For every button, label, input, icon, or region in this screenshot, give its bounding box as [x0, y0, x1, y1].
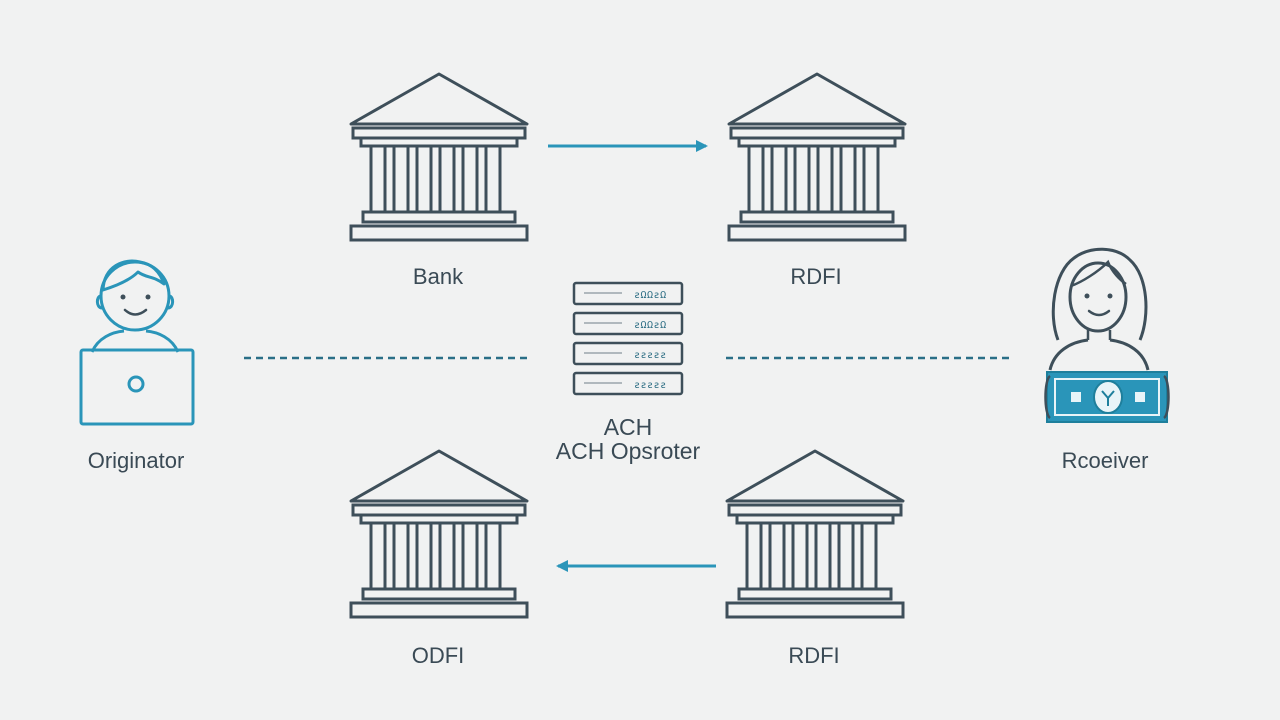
person-cash-icon	[1044, 247, 1170, 423]
bank-icon-bottom-right	[725, 449, 905, 619]
server-unit: ƨƨƨƨƨ	[572, 341, 684, 366]
label-originator: Originator	[87, 448, 185, 473]
person-laptop-icon	[79, 259, 195, 426]
bank-icon-top-right	[727, 72, 907, 242]
server-code-4: ƨƨƨƨƨ	[634, 380, 667, 391]
server-unit: ƨƨƨƨƨ	[572, 371, 684, 396]
label-odfi: ODFI	[411, 643, 465, 668]
bank-icon-bottom-left	[349, 449, 529, 619]
server-code-1: ƨΩΩƨΩ	[634, 290, 667, 301]
label-bank: Bank	[412, 264, 464, 289]
label-receiver: Rcoeiver	[1061, 448, 1149, 473]
server-code-3: ƨƨƨƨƨ	[634, 350, 667, 361]
server-code-2: ƨΩΩƨΩ	[634, 320, 667, 331]
label-ach: ACH	[603, 414, 653, 440]
server-stack-icon: ƨΩΩƨΩ ƨΩΩƨΩ ƨƨƨƨƨ ƨƨƨƨƨ	[572, 281, 684, 396]
label-rdfi-top: RDFI	[790, 264, 842, 289]
server-unit: ƨΩΩƨΩ	[572, 311, 684, 336]
server-unit: ƨΩΩƨΩ	[572, 281, 684, 306]
label-ach-operator: ACH Opsroter	[555, 438, 701, 464]
bank-icon-top-left	[349, 72, 529, 242]
label-rdfi-bottom: RDFI	[788, 643, 840, 668]
